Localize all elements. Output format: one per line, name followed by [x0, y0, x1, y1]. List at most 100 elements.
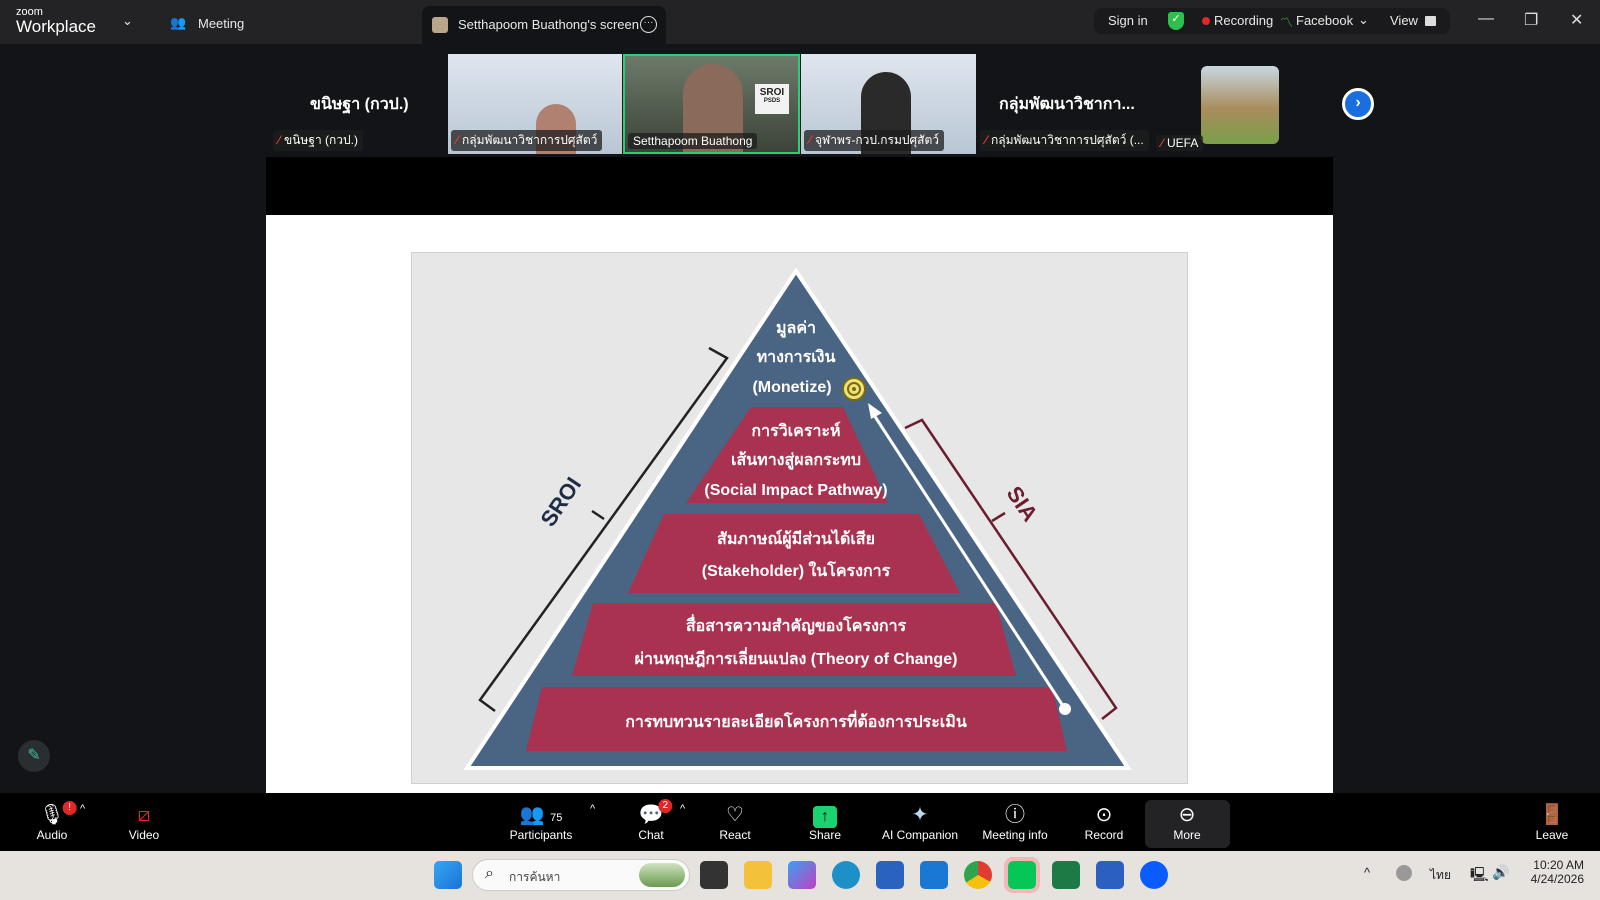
share-label: Share [808, 828, 842, 842]
name-tag: ⁄จุฬาพร-กวป.กรมปศุสัตว์ [804, 130, 945, 151]
volume-icon[interactable]: 🔊 [1492, 864, 1510, 880]
slide-text: (Social Impact Pathway) [704, 482, 887, 499]
participant-video[interactable]: ⁄กลุ่มพัฒนาวิชาการปศุสัตว์ [448, 54, 622, 154]
more-label: More [1173, 828, 1201, 842]
target-icon [842, 377, 866, 401]
network-icon[interactable]: 🖳 [1470, 866, 1489, 882]
participants-options-caret[interactable]: ^ [590, 803, 596, 815]
ai-label: AI Companion [881, 828, 959, 842]
participant-video[interactable]: ⁄จุฬาพร-กวป.กรมปศุสัตว์ [801, 54, 976, 154]
edge-icon[interactable] [832, 861, 860, 889]
record-button[interactable]: ⊙Record [1085, 793, 1124, 851]
chevron-down-icon[interactable]: ⌄ [1358, 12, 1369, 27]
screen-share-tab[interactable]: Setthapoom Buathong's screen ··· [422, 6, 666, 44]
zoom-logo-small: zoom [16, 6, 43, 18]
participant-tile[interactable]: กลุ่มพัฒนาวิชากา... ⁄กลุ่มพัฒนาวิชาการปศ… [977, 54, 1153, 154]
show-hidden-icons[interactable]: ^ [1364, 865, 1371, 880]
sroi-bracket [478, 346, 729, 713]
participant-name: ขนิษฐา (กวป.) [310, 96, 409, 113]
file-explorer-icon[interactable] [744, 861, 772, 889]
status-pill: Sign in ✓ Recording 〽 Facebook ⌄ View [1094, 8, 1450, 34]
close-icon[interactable]: ✕ [1570, 12, 1584, 29]
facebook-stream[interactable]: Facebook [1296, 13, 1354, 28]
language-indicator[interactable]: ไทย [1430, 868, 1451, 882]
search-placeholder: การค้นหา [509, 870, 561, 884]
video-label: Video [128, 828, 160, 842]
chat-options-caret[interactable]: ^ [680, 803, 686, 815]
participants-button[interactable]: 👥 75 Participants [510, 793, 573, 851]
outlook-icon[interactable] [920, 861, 948, 889]
participants-icon: 👥 75 [519, 804, 563, 826]
mic-muted-icon: ⁄ [278, 133, 281, 147]
participant-avatar-image [1201, 66, 1279, 144]
shared-screen-header [266, 157, 1333, 215]
m365-icon[interactable] [788, 861, 816, 889]
line-icon[interactable] [1004, 857, 1040, 893]
slide-text: มูลค่า [776, 320, 816, 339]
sparkle-icon: ✦ [911, 804, 929, 826]
more-options-icon[interactable]: ··· [640, 16, 657, 33]
share-button[interactable]: ↑Share [809, 793, 841, 851]
react-button[interactable]: ♡React [719, 793, 750, 851]
slide-text: ทางการเงิน [757, 348, 836, 366]
name-tag: Setthapoom Buathong [628, 133, 758, 149]
clock-date: 4/24/2026 [1530, 872, 1584, 886]
task-view-icon[interactable] [700, 861, 728, 889]
annotate-pencil-icon[interactable]: ✎ [18, 740, 50, 772]
mic-muted-icon: ⁄ [1161, 136, 1164, 150]
livestream-icon: 〽 [1280, 15, 1294, 30]
name-tag: ⁄ขนิษฐา (กวป.) [273, 130, 363, 151]
title-bar: zoom Workplace ⌄ 👥 Meeting Setthapoom Bu… [0, 0, 1600, 44]
more-button[interactable]: ⊖More [1173, 793, 1200, 851]
search-highlight-image [639, 863, 685, 887]
excel-icon[interactable] [1052, 861, 1080, 889]
name-tag-label: Setthapoom Buathong [633, 134, 753, 148]
audio-button[interactable]: 🎙Audio! [36, 793, 77, 851]
windows-start-icon[interactable] [434, 861, 462, 889]
zoom-app-icon[interactable] [1140, 861, 1168, 889]
minimize-icon[interactable]: — [1478, 10, 1494, 27]
meeting-tab[interactable]: Meeting [198, 16, 245, 31]
ai-companion-button[interactable]: ✦ AI Companion [882, 793, 958, 851]
store-icon[interactable] [876, 861, 904, 889]
search-icon: ⌕ [485, 865, 494, 882]
sroi-label: SROI [535, 473, 586, 532]
sign-in-link[interactable]: Sign in [1108, 13, 1148, 28]
next-page-arrow-icon[interactable]: › [1342, 88, 1374, 120]
pyramid-band-2 [686, 407, 888, 503]
word-icon[interactable] [1096, 861, 1124, 889]
name-tag-label: UEFA [1167, 136, 1199, 150]
participant-name: กลุ่มพัฒนาวิชากา... [999, 96, 1135, 113]
recording-status[interactable]: Recording [1214, 13, 1274, 28]
video-button[interactable]: ⧄ Video [129, 793, 159, 851]
restore-icon[interactable]: ❐ [1524, 12, 1539, 29]
info-label: Meeting info [982, 828, 1048, 842]
chat-label: Chat [638, 828, 664, 842]
participants-label: Participants [509, 828, 573, 842]
onedrive-error-icon[interactable] [1396, 865, 1412, 881]
chevron-down-icon[interactable]: ⌄ [122, 13, 133, 28]
audio-options-caret[interactable]: ^ [80, 803, 86, 815]
shield-check-icon[interactable]: ✓ [1168, 12, 1184, 30]
participant-tile[interactable]: ขนิษฐา (กวป.) ⁄ขนิษฐา (กวป.) [270, 54, 446, 154]
participant-tile-uefa[interactable]: ⁄UEFA [1153, 54, 1303, 154]
microphone-icon: 🎙 [39, 804, 65, 826]
record-icon: ⊙ [1095, 804, 1113, 826]
name-tag-label: กลุ่มพัฒนาวิชาการปศุสัตว์ [462, 133, 598, 147]
view-button[interactable]: View [1390, 13, 1418, 28]
slide-text: การวิเคราะห์ [751, 421, 840, 440]
chrome-icon[interactable] [964, 861, 992, 889]
leave-button[interactable]: 🚪Leave [1536, 793, 1569, 851]
search-box[interactable]: ⌕ การค้นหา [472, 859, 690, 891]
progress-arrow [872, 414, 1067, 710]
audio-label: Audio [36, 828, 68, 842]
leave-door-icon: 🚪 [1539, 804, 1565, 826]
video-off-icon: ⧄ [137, 804, 151, 826]
